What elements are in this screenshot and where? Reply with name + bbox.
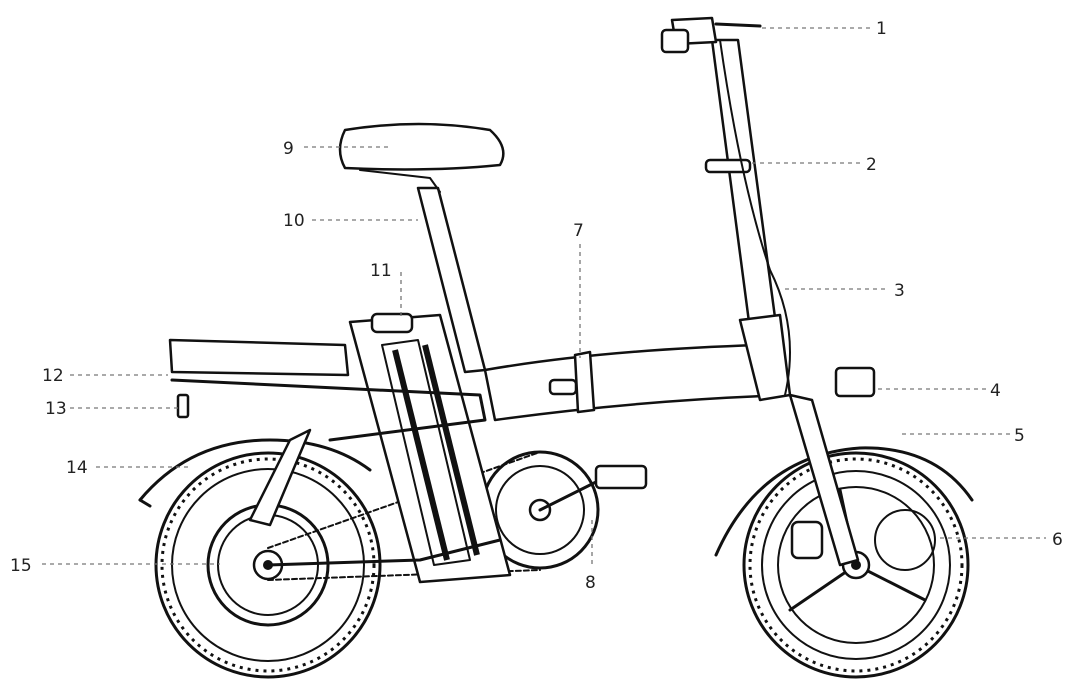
rear-rack-shape <box>168 338 350 377</box>
callout-labels: 1 2 3 4 5 6 7 8 9 10 11 12 13 14 15 <box>10 19 1063 593</box>
bike-drawing <box>138 16 974 679</box>
front-fender-shape <box>714 446 974 557</box>
callout-13: 13 <box>45 399 67 419</box>
rear-reflector-shape <box>176 393 190 419</box>
battery-shape <box>348 312 512 584</box>
callout-6: 6 <box>1052 530 1063 550</box>
callout-2: 2 <box>866 155 877 175</box>
callout-15: 15 <box>10 556 32 576</box>
saddle-shape <box>338 122 505 171</box>
main-frame <box>483 343 792 422</box>
callout-10: 10 <box>283 211 305 231</box>
rear-swingarm <box>266 538 502 567</box>
callout-5: 5 <box>1014 426 1025 446</box>
callout-14: 14 <box>66 458 88 478</box>
callout-4: 4 <box>990 381 1001 401</box>
callout-3: 3 <box>894 281 905 301</box>
stem <box>710 38 780 347</box>
rear-fender-shape <box>138 438 372 502</box>
fork <box>788 393 860 567</box>
brake-cable-shape <box>719 39 791 396</box>
chainring-shape <box>480 450 648 570</box>
callout-12: 12 <box>42 366 64 386</box>
front-wheel <box>742 451 970 679</box>
leader-lines <box>42 27 1046 568</box>
rear-shock <box>248 428 312 527</box>
callout-11: 11 <box>370 261 392 281</box>
fold-latch-shape <box>573 350 596 414</box>
callout-9: 9 <box>283 139 294 159</box>
headlight-shape <box>834 366 876 398</box>
seat-post-shape <box>416 186 487 374</box>
callout-8: 8 <box>585 573 596 593</box>
callout-7: 7 <box>573 221 584 241</box>
callout-1: 1 <box>876 19 887 39</box>
